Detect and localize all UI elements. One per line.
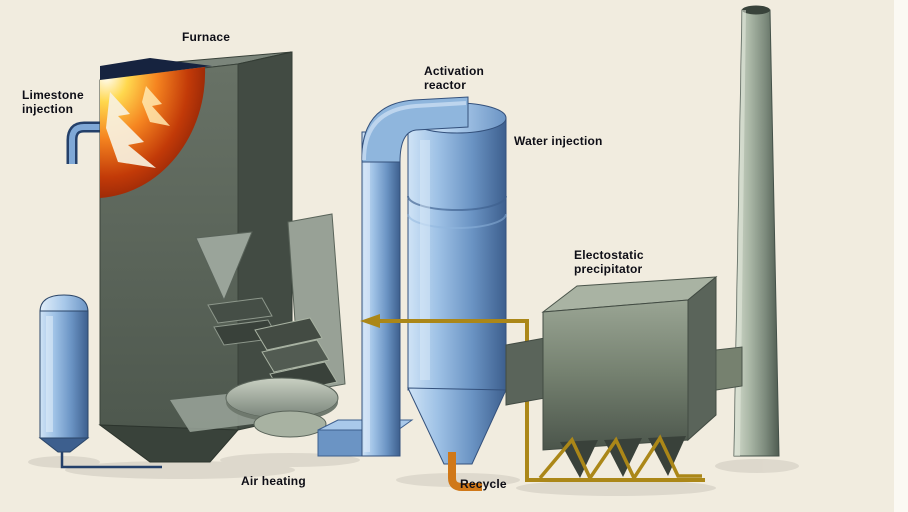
furnace: [98, 51, 293, 463]
label-activation-reactor: Activation reactor: [424, 64, 484, 93]
heater-basket-2: [261, 339, 330, 373]
recycle-drop-pipe: [448, 452, 482, 491]
reactor-highlight: [420, 140, 430, 380]
page-edge: [894, 0, 908, 512]
label-air-heating-text: Air heating: [241, 474, 306, 488]
label-limestone-injection: Limestone injection: [22, 88, 84, 117]
furnace-fire: [100, 67, 206, 198]
silo-feed-line: [60, 448, 162, 469]
label-water-text: Water injection: [514, 134, 603, 148]
precipitator-hopper-1: [560, 440, 598, 478]
heater-basket-1: [254, 317, 323, 351]
label-recycle: Recycle: [460, 477, 507, 491]
reactor-seam-1: [407, 195, 507, 211]
flame-shape-2: [142, 86, 170, 126]
precipitator-front-face: [542, 299, 689, 451]
hopper-gold-zigzag: [538, 434, 702, 482]
reactor-seam-2: [407, 213, 507, 229]
label-limestone-line2: injection: [22, 102, 74, 117]
reactor-cone: [407, 387, 507, 465]
ground-shadows: [28, 453, 799, 496]
electrostatic-precipitator: [538, 275, 743, 482]
flame-shape: [106, 92, 156, 168]
activation-reactor: [407, 102, 507, 465]
label-activation-line2: reactor: [424, 78, 467, 93]
label-electrostatic-precipitator: Electostatic precipitator: [574, 248, 644, 277]
riser-elbow-highlight: [362, 101, 467, 161]
precipitator-end-face: [687, 275, 717, 442]
stack: [733, 5, 780, 457]
label-furnace-text: Furnace: [182, 30, 231, 44]
furnace-opening: [100, 58, 212, 80]
precipitator-outlet-duct: [715, 346, 743, 391]
limestone-silo: [38, 294, 162, 469]
air-heater-assembly: [170, 213, 346, 438]
label-recycle-text: Recycle: [460, 477, 507, 491]
label-furnace: Furnace: [182, 30, 230, 44]
air-heater-disc-bottom: [253, 410, 327, 438]
label-limestone-line1: Limestone: [22, 88, 84, 102]
furnace-inner-hopper: [195, 231, 253, 302]
heat-exchanger-slab-1: [207, 297, 273, 324]
riser-duct: [361, 131, 401, 457]
label-activation-line1: Activation: [424, 64, 485, 78]
label-precipitator-line1: Electostatic: [574, 248, 644, 262]
precipitator-inlet-duct: [505, 337, 546, 406]
recycle-arrow: [360, 314, 380, 328]
label-water-injection: Water injection: [514, 134, 603, 148]
limestone-injection-pipe-highlight: [69, 124, 104, 164]
reactor-body: [407, 117, 507, 391]
label-air-heating: Air heating: [241, 474, 306, 488]
label-precipitator-line2: precipitator: [574, 262, 643, 277]
